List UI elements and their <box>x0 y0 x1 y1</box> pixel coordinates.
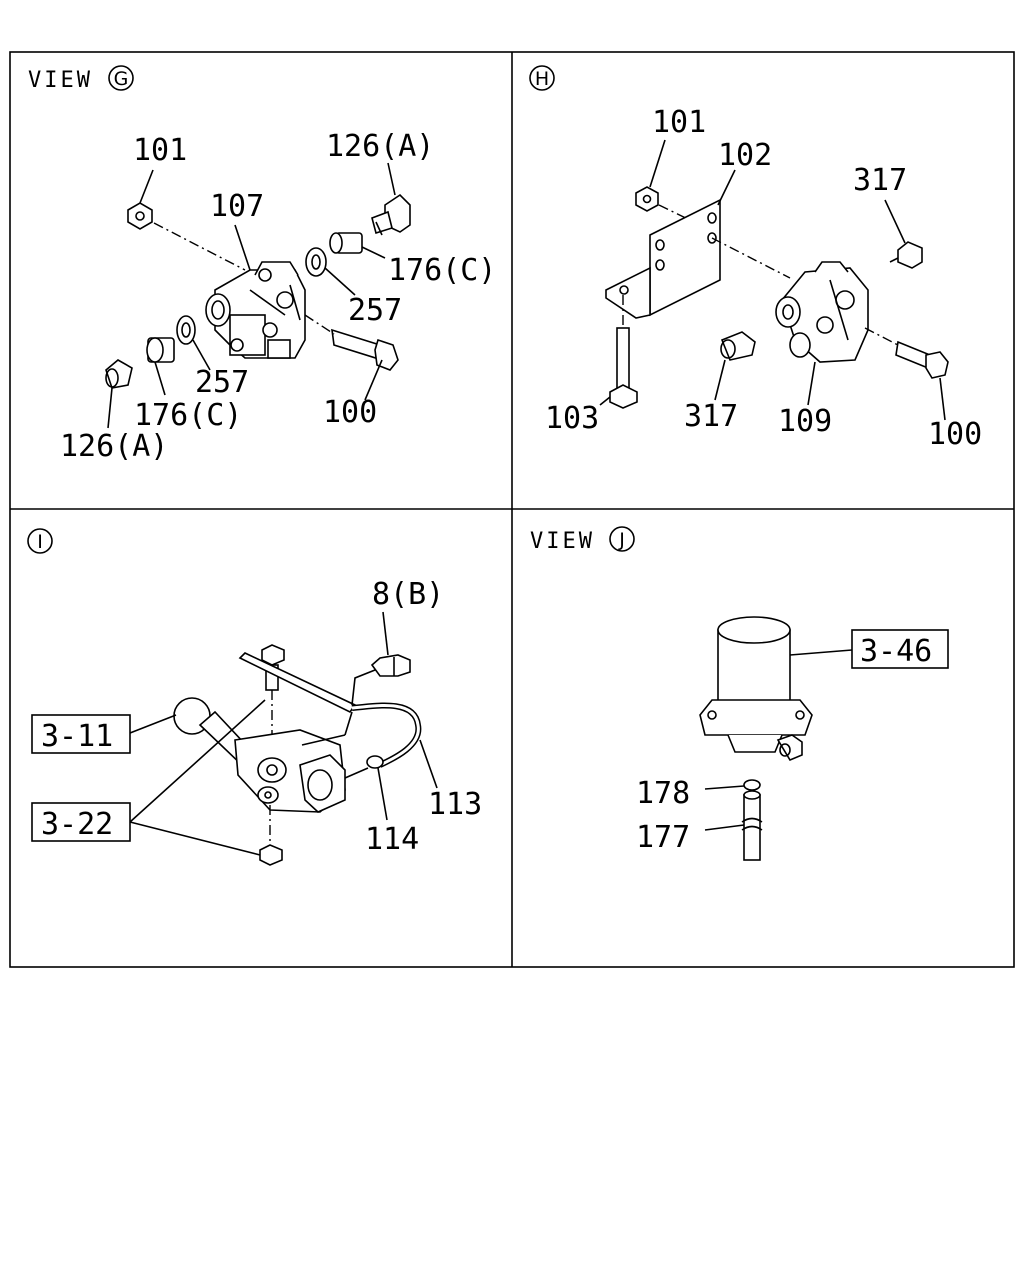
part-plug-176c-right <box>329 232 363 254</box>
label-j-3-46: 3-46 <box>860 634 932 669</box>
label-g-257-right: 257 <box>348 293 402 328</box>
label-g-107: 107 <box>210 189 264 224</box>
label-h-100: 100 <box>928 417 982 452</box>
part-plug-317-top <box>889 241 923 269</box>
view-j-circle <box>609 526 635 552</box>
part-control-valve <box>234 711 353 813</box>
label-g-101: 101 <box>133 133 187 168</box>
part-pipe-113 <box>351 702 422 768</box>
part-fitting-126a-top <box>371 193 411 236</box>
label-j-178: 178 <box>636 776 690 811</box>
label-i-3-22: 3-22 <box>41 807 113 842</box>
label-g-100: 100 <box>323 395 377 430</box>
panel-h: H <box>529 65 982 452</box>
label-i-3-11: 3-11 <box>41 719 113 754</box>
part-pipe-top <box>351 667 381 706</box>
label-i-114: 114 <box>365 822 419 857</box>
label-h-103: 103 <box>545 401 599 436</box>
part-clamp-114 <box>344 755 384 779</box>
part-plug-317-bottom <box>720 331 756 361</box>
label-j-177: 177 <box>636 820 690 855</box>
panel-view-j: VIEW J 3-46 178 177 <box>530 526 949 861</box>
label-i-113: 113 <box>428 787 482 822</box>
panel-i-letter: I <box>37 531 43 553</box>
label-h-101: 101 <box>652 105 706 140</box>
part-washer-257-right <box>305 247 327 277</box>
part-fitting-8b <box>370 654 411 677</box>
panel-i: I <box>27 528 482 866</box>
part-nut-101-h <box>635 186 659 212</box>
part-ring-178 <box>743 779 761 791</box>
label-g-126a-bottom: 126(A) <box>60 429 168 464</box>
view-j-letter: J <box>618 529 625 551</box>
panel-i-circle <box>27 528 53 554</box>
part-tube-177 <box>741 790 763 861</box>
panel-view-g: VIEW G <box>28 65 496 464</box>
panel-h-circle <box>529 65 555 91</box>
label-h-317-top: 317 <box>853 163 907 198</box>
label-g-176c-left: 176(C) <box>134 398 242 433</box>
part-valve-body-109 <box>775 261 869 363</box>
view-g-circle <box>108 65 134 91</box>
label-h-109: 109 <box>778 404 832 439</box>
label-g-176c-right: 176(C) <box>388 253 496 288</box>
part-nut-bottom <box>259 844 283 866</box>
label-g-257-left: 257 <box>195 365 249 400</box>
part-washer-257-left <box>176 315 196 345</box>
part-air-dryer-3-46 <box>699 616 813 762</box>
part-plug-176c-left <box>146 337 175 363</box>
part-bracket-plate <box>238 652 357 714</box>
label-g-126a-top: 126(A) <box>326 129 434 164</box>
part-bolt-103 <box>609 327 638 409</box>
part-fitting-126a-bottom <box>105 359 133 389</box>
panel-h-letter: H <box>535 68 549 90</box>
label-h-102: 102 <box>718 138 772 173</box>
label-i-8b: 8(B) <box>372 577 444 612</box>
view-g-letter: G <box>114 68 129 90</box>
box-j-3-46 <box>851 629 949 669</box>
part-bracket-102 <box>605 198 721 319</box>
view-j-prefix: VIEW <box>530 529 595 554</box>
part-bolt-100 <box>331 328 399 371</box>
axis-line-101 <box>153 222 246 271</box>
view-g-prefix: VIEW <box>28 68 93 93</box>
part-nut-101 <box>127 202 153 230</box>
part-valve-body-107 <box>205 261 306 359</box>
box-i-3-22 <box>31 802 131 842</box>
box-i-3-11 <box>31 714 131 754</box>
label-h-317-bottom: 317 <box>684 399 738 434</box>
part-bolt-100-h <box>895 340 949 379</box>
